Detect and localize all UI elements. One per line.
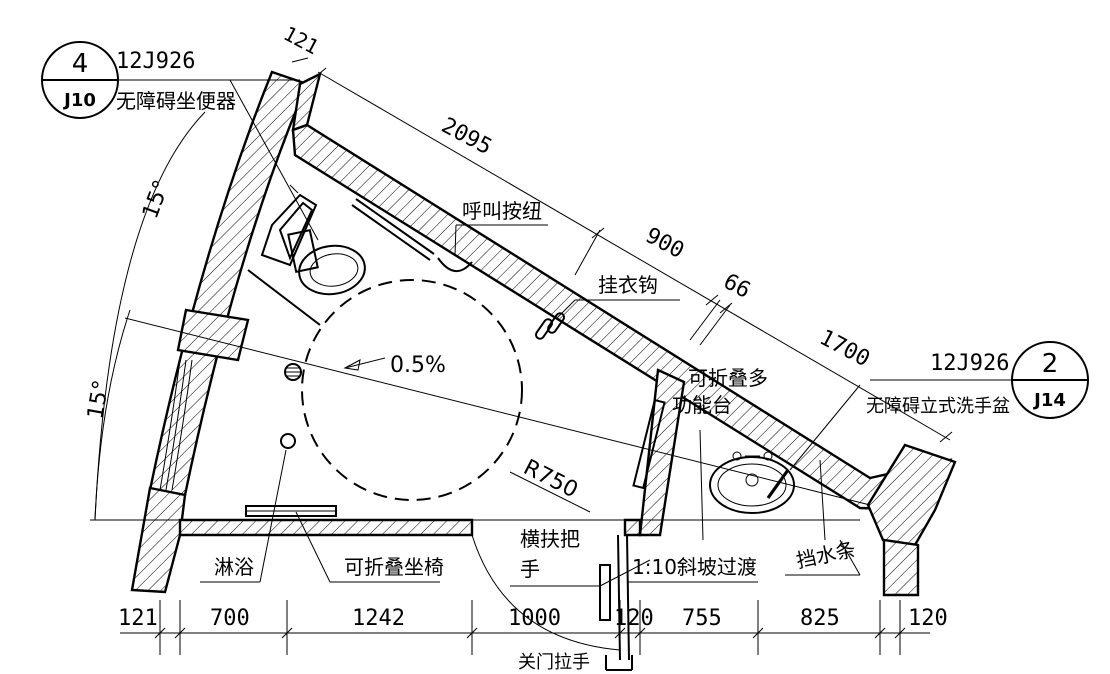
slope-label: 0.5% [390,353,446,378]
call-button-label: 呼叫按纽 [462,199,542,223]
dim-top-66: 66 [719,269,754,304]
door-grab-bar [599,564,611,621]
fold-seat-icon [245,505,337,517]
grab-bar-label-2: 手 [520,557,540,581]
coat-hook-icon [534,312,566,340]
fold-table-panel [632,398,666,490]
shower-label: 淋浴 [214,555,254,579]
dim-top-121: 121 [280,21,323,59]
dim-bottom-3: 1242 [352,606,405,631]
dim-bottom-1: 121 [118,606,158,631]
fold-seat-label: 可折叠坐椅 [344,555,444,579]
callout-toilet-atlas: 12J926 [116,49,195,74]
coat-hook-label: 挂衣钩 [598,273,658,297]
fold-table-label-2: 功能台 [672,393,732,417]
shower-head-icon [280,433,296,449]
fold-table-label-1: 可折叠多 [688,366,768,390]
dim-bottom-8: 120 [908,606,948,631]
dim-bottom-4: 1000 [508,606,561,631]
toilet-grab-bar [247,184,321,326]
walls [130,70,957,597]
left-curved-wall [148,70,309,497]
water-stop-label: 挡水条 [794,537,858,573]
dimension-lines [90,57,1012,655]
callout-basin-sheet: J14 [1032,390,1066,411]
angle-labels: 15° 15° [83,177,175,421]
call-button-icon [437,257,473,272]
callout-toilet-number: 4 [72,49,89,79]
callout-basin-number: 2 [1042,349,1059,379]
angle-lower: 15° [83,378,114,421]
bottom-wall-left [178,518,474,537]
floor-drain-icon [284,363,302,381]
ramp-label: 1:10斜坡过渡 [632,555,757,579]
wall-grab-bar [351,198,435,261]
door-jamb-wall [623,518,642,537]
dim-top-900: 900 [641,223,688,264]
bottom-left-column [130,486,187,594]
toilet-bowl [287,228,366,296]
dim-bottom-2: 700 [210,606,250,631]
left-window-block [176,308,250,362]
radius-label: R750 [519,455,581,503]
angle-upper: 15° [138,177,175,222]
dim-top-2095: 2095 [437,113,496,160]
door-swing [471,534,630,661]
window-lines [159,359,193,491]
dim-bottom-7: 825 [800,606,840,631]
dim-bottom-5: 120 [614,606,654,631]
right-bottom-wall [882,538,920,597]
callout-basin: 2 J14 12J926 无障碍立式洗手盆 [866,341,1089,419]
diagonal-wall [291,123,953,512]
right-end-wall [866,443,957,547]
callout-basin-label: 无障碍立式洗手盆 [866,396,1010,417]
callout-basin-atlas: 12J926 [930,351,1009,376]
dim-bottom-6: 755 [682,606,722,631]
door-handle-label: 关门拉手 [518,652,590,673]
callout-toilet-sheet: J10 [62,90,96,111]
callout-toilet: 4 J10 12J926 无障碍坐便器 [41,41,236,119]
turning-circle [301,279,523,501]
grab-bar-label-1: 横扶把 [520,527,580,551]
callout-toilet-label: 无障碍坐便器 [116,89,236,113]
bottom-dimension-labels: 121 700 1242 1000 120 755 825 120 [118,606,948,631]
dim-top-1700: 1700 [815,325,874,372]
door-handle-icon [605,655,633,671]
wash-basin [699,429,826,541]
